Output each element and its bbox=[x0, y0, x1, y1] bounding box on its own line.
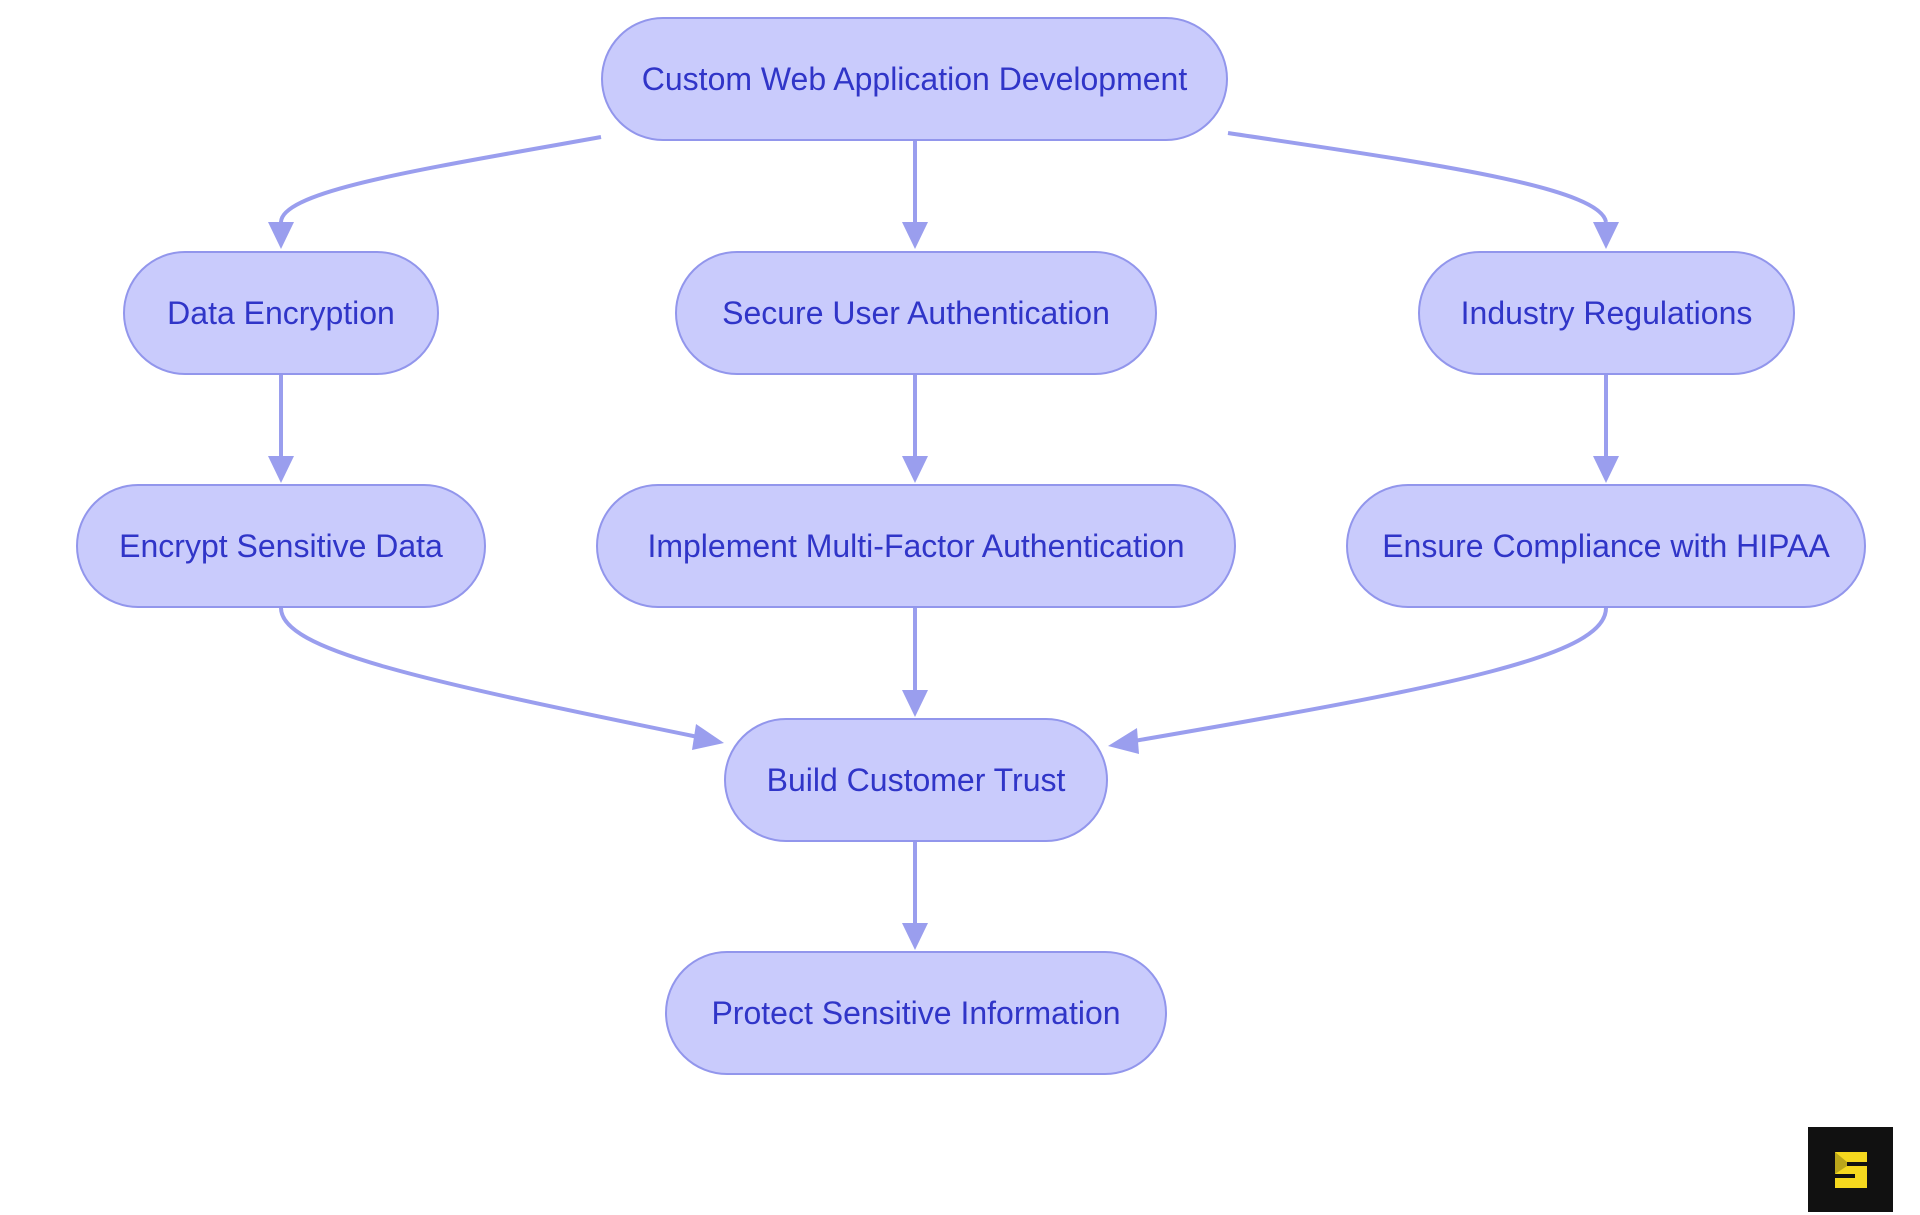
node-implement-multi-factor-authentication: Implement Multi-Factor Authentication bbox=[596, 484, 1236, 608]
arrowhead-trust-right bbox=[1108, 728, 1139, 754]
arrowhead-industry-regulations bbox=[1593, 222, 1619, 249]
arrowhead-encrypt-sensitive bbox=[268, 456, 294, 483]
arrowhead-mfa bbox=[902, 456, 928, 483]
node-encrypt-sensitive-data: Encrypt Sensitive Data bbox=[76, 484, 486, 608]
s-logo-mark bbox=[1834, 1151, 1867, 1188]
edge-root-to-data-encryption bbox=[279, 135, 602, 223]
edge-hipaa-to-customer-trust bbox=[1133, 607, 1608, 743]
node-label: Ensure Compliance with HIPAA bbox=[1382, 527, 1830, 564]
node-build-customer-trust: Build Customer Trust bbox=[724, 718, 1108, 842]
arrowhead-secure-auth bbox=[902, 222, 928, 249]
node-ensure-compliance-with-hipaa: Ensure Compliance with HIPAA bbox=[1346, 484, 1866, 608]
node-label: Secure User Authentication bbox=[722, 294, 1110, 331]
node-label: Industry Regulations bbox=[1460, 294, 1753, 331]
node-industry-regulations: Industry Regulations bbox=[1418, 251, 1795, 375]
node-custom-web-application-development: Custom Web Application Development bbox=[601, 17, 1228, 141]
node-label: Data Encryption bbox=[167, 294, 395, 331]
arrowhead-trust-center bbox=[902, 690, 928, 717]
arrowhead-protect-info bbox=[902, 923, 928, 950]
edge-encrypt-sensitive-to-customer-trust bbox=[279, 607, 699, 739]
node-data-encryption: Data Encryption bbox=[123, 251, 439, 375]
node-label: Custom Web Application Development bbox=[641, 60, 1188, 97]
node-label: Protect Sensitive Information bbox=[711, 994, 1121, 1031]
arrowhead-hipaa bbox=[1593, 456, 1619, 483]
s-logo-icon bbox=[1808, 1127, 1893, 1212]
arrowhead-trust-left bbox=[692, 724, 724, 750]
node-secure-user-authentication: Secure User Authentication bbox=[675, 251, 1157, 375]
arrowhead-data-encryption bbox=[268, 222, 294, 249]
node-protect-sensitive-information: Protect Sensitive Information bbox=[665, 951, 1167, 1075]
node-label: Build Customer Trust bbox=[766, 761, 1066, 798]
node-label: Implement Multi-Factor Authentication bbox=[647, 527, 1185, 564]
edge-root-to-industry-regulations bbox=[1227, 131, 1608, 223]
node-label: Encrypt Sensitive Data bbox=[119, 527, 443, 564]
